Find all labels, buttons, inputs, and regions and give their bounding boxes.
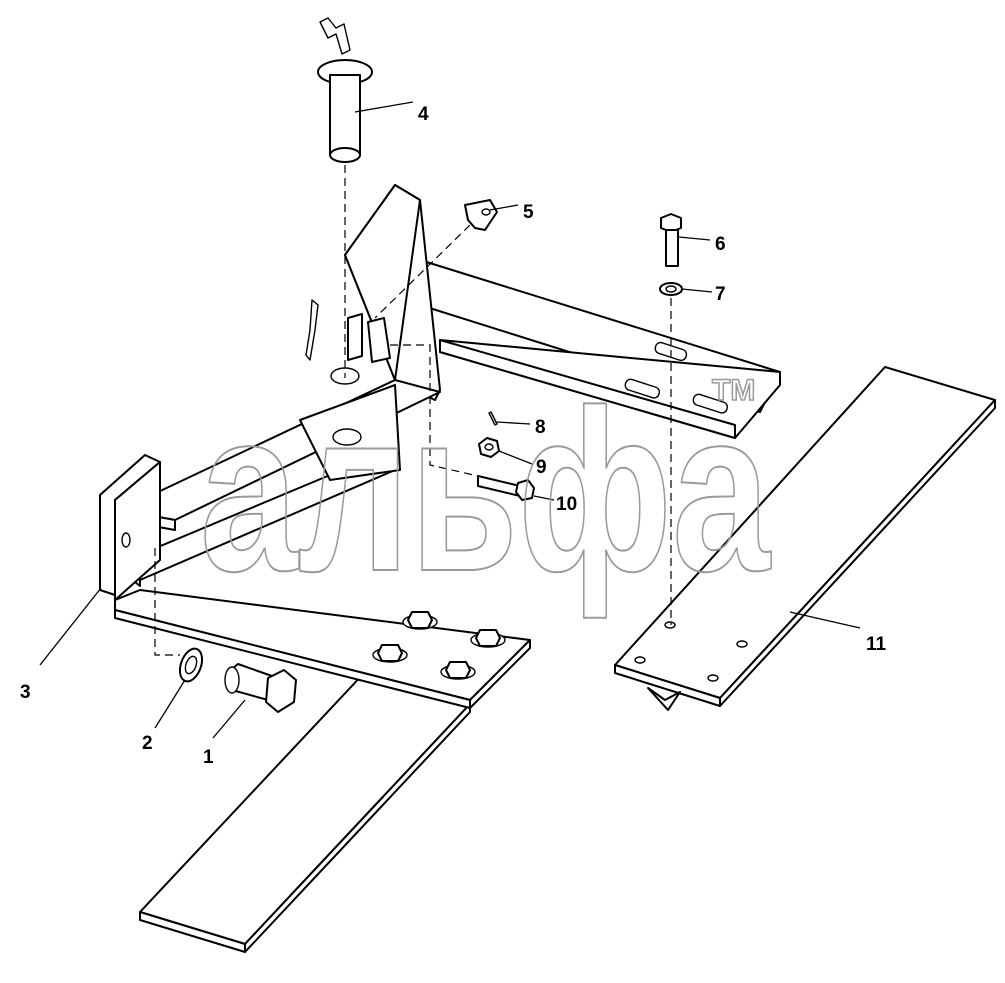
callout-8: 8 [535, 417, 546, 438]
cotter-pin [488, 411, 498, 426]
trademark-mark: TM [712, 374, 755, 407]
back-frame-bar [419, 259, 781, 439]
frame-bolt [402, 611, 438, 630]
callout-7: 7 [715, 284, 726, 305]
large-bolt [224, 663, 297, 713]
callout-5: 5 [523, 202, 534, 223]
frame-bolt [372, 644, 408, 663]
watermark: альфа TM [199, 361, 773, 620]
main-hitch-frame [99, 299, 531, 709]
callout-4: 4 [418, 104, 429, 125]
callout-3: 3 [20, 682, 31, 703]
frame-bolt [440, 661, 476, 680]
upper-washer [659, 282, 683, 296]
latch-piece [464, 199, 498, 231]
long-bolt [477, 475, 535, 501]
callout-6: 6 [715, 234, 726, 255]
callout-9: 9 [536, 457, 547, 478]
callout-labels: 4 5 6 7 8 9 10 11 3 2 1 [20, 104, 887, 768]
leader-lines [39, 101, 861, 739]
callout-11: 11 [866, 634, 887, 655]
frame-bolt [470, 629, 506, 648]
hitch-pin [317, 17, 373, 163]
assembly-lines [154, 165, 672, 656]
side-plate [344, 184, 441, 401]
frame-bolts [372, 611, 506, 680]
callout-1: 1 [203, 747, 214, 768]
lower-long-bar [139, 671, 471, 953]
callout-2: 2 [142, 733, 153, 754]
watermark-text: альфа [200, 362, 772, 619]
lower-washer [178, 647, 204, 683]
right-plank [614, 366, 996, 711]
upper-bolt [660, 213, 682, 267]
callout-10: 10 [556, 494, 577, 515]
